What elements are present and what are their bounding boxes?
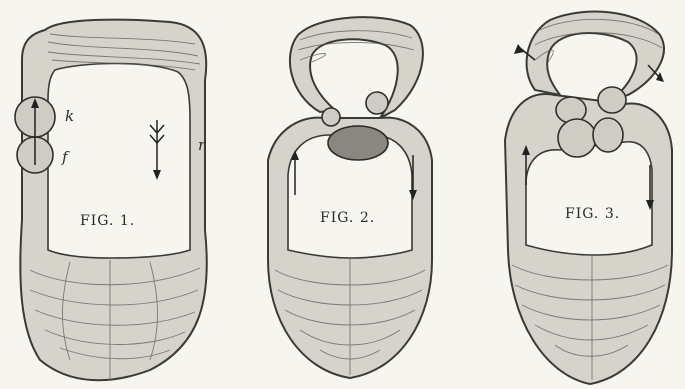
- fig3-caption: FIG. 3.: [565, 206, 620, 222]
- fig3-ventricle-right: [593, 118, 623, 152]
- fig3-atrium-right: [598, 87, 626, 113]
- fig3-lung-loop: [527, 12, 664, 100]
- figure-1: k f r FIG. 1.: [15, 20, 207, 381]
- fig2-valve-left: [322, 108, 340, 126]
- fig1-label-r: r: [198, 136, 206, 154]
- fig2-heart: [328, 126, 388, 160]
- fig1-label-k: k: [65, 107, 74, 125]
- fig2-gill-loop: [290, 17, 423, 118]
- fig3-body-inner: [526, 142, 652, 255]
- fig2-valve-right: [366, 92, 388, 114]
- figure-2: FIG. 2.: [268, 17, 432, 378]
- figure-3: FIG. 3.: [505, 12, 672, 384]
- fig3-ventricle-left: [558, 119, 596, 157]
- fig2-caption: FIG. 2.: [320, 210, 375, 226]
- fig1-caption: FIG. 1.: [80, 213, 135, 229]
